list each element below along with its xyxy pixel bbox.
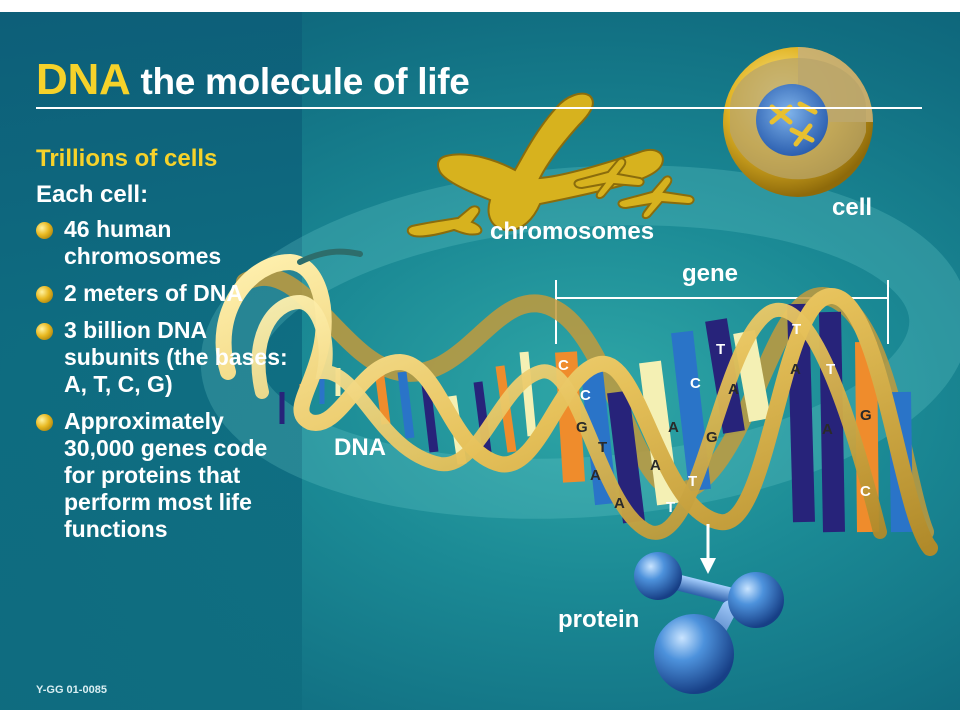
cell-illustration — [723, 47, 873, 197]
base-letter: T — [666, 499, 675, 516]
facts-panel: Trillions of cells Each cell: 46 human c… — [36, 144, 298, 553]
base-letter: G — [860, 407, 872, 424]
list-item-text: 3 billion DNA subunits (the bases: A, T,… — [64, 317, 288, 397]
list-item: Approximately 30,000 genes code for prot… — [36, 408, 298, 543]
base-letter: G — [576, 419, 588, 436]
base-letter: T — [688, 473, 697, 490]
arrow-down — [700, 524, 716, 574]
base-letter: C — [558, 357, 569, 374]
base-letter: A — [590, 467, 601, 484]
label-dna: DNA — [334, 434, 386, 461]
base-letter: A — [790, 361, 801, 378]
label-protein: protein — [558, 606, 640, 633]
base-letter: T — [716, 341, 725, 358]
base-letter: T — [598, 439, 607, 456]
label-gene: gene — [682, 260, 739, 287]
list-item-text: Approximately 30,000 genes code for prot… — [64, 408, 268, 542]
base-letter: G — [706, 429, 718, 446]
list-item-text: 2 meters of DNA — [64, 280, 243, 306]
heading: Trillions of cells — [36, 145, 218, 172]
bullet-icon — [36, 222, 53, 239]
protein-illustration — [634, 552, 784, 694]
label-chromosomes: chromosomes — [490, 218, 655, 245]
base-letter: T — [792, 321, 801, 338]
list-item: 3 billion DNA subunits (the bases: A, T,… — [36, 317, 298, 398]
base-letter: A — [822, 421, 833, 438]
list-item: 46 human chromosomes — [36, 216, 298, 270]
title-highlight: DNA — [36, 55, 131, 104]
base-letter: C — [860, 483, 871, 500]
title-divider — [36, 107, 922, 109]
bullet-icon — [36, 414, 53, 431]
base-letter: T — [826, 361, 835, 378]
bullet-icon — [36, 286, 53, 303]
list-item-text: 46 human chromosomes — [64, 216, 222, 269]
base-letter: A — [668, 419, 679, 436]
label-cell: cell — [832, 194, 873, 221]
dna-illustration: C C G T A A A T A T C G T A T A T A G C — [200, 47, 960, 694]
base-letter: C — [690, 375, 701, 392]
figure-code: Y-GG 01-0085 — [36, 684, 107, 696]
bullet-icon — [36, 323, 53, 340]
title-rest: the molecule of life — [140, 61, 470, 102]
base-letters: C C G T A A A T A T C G T A T A T A G C — [558, 321, 872, 516]
base-letter: A — [728, 381, 739, 398]
subheading: Each cell: — [36, 181, 149, 208]
helix-tail — [297, 248, 363, 265]
slide: C C G T A A A T A T C G T A T A T A G C — [0, 12, 960, 710]
fact-list: 46 human chromosomes 2 meters of DNA 3 b… — [36, 216, 298, 543]
helix-front-strand-2 — [251, 294, 887, 540]
list-item: 2 meters of DNA — [36, 280, 298, 307]
base-letter: A — [650, 457, 661, 474]
base-letter: A — [614, 495, 625, 512]
base-letter: C — [580, 387, 591, 404]
